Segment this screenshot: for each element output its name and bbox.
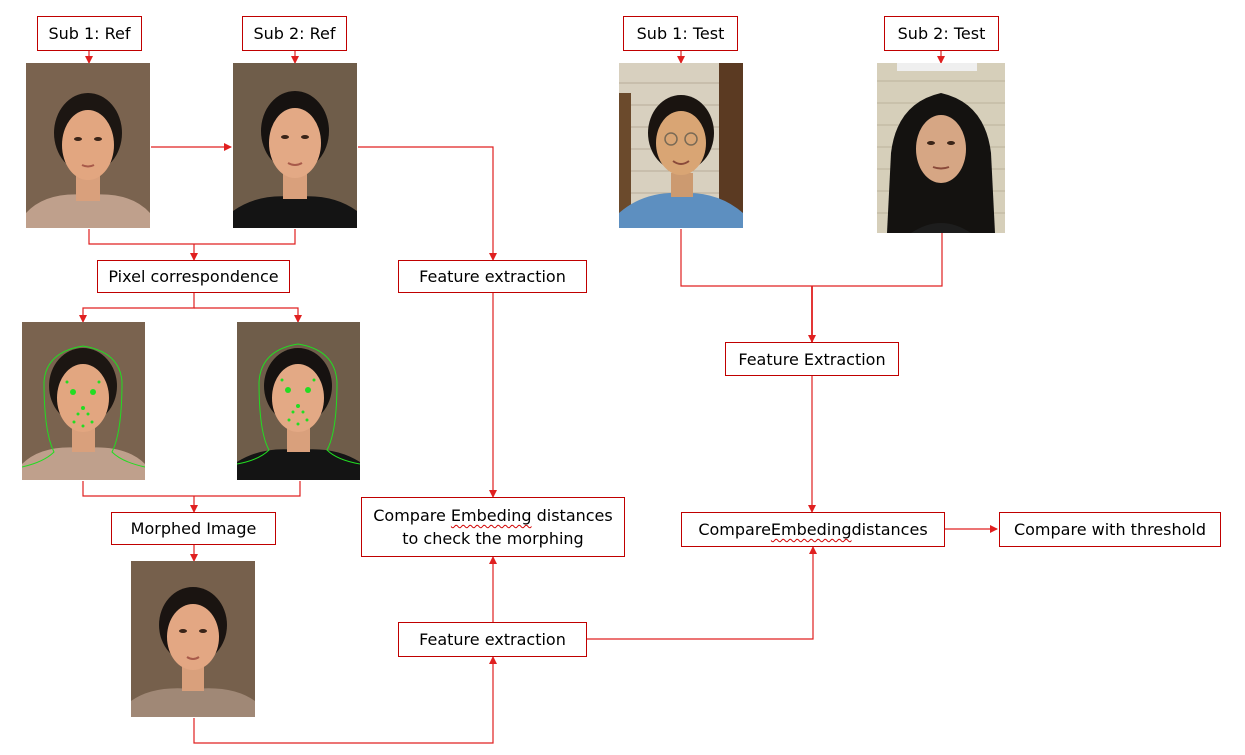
arrow-ref2-feature	[358, 146, 497, 261]
split-pixel	[79, 293, 195, 323]
morphed-image-box: Morphed Image	[111, 512, 276, 545]
compare-test-box: Compare Embeding distances	[681, 512, 945, 547]
split-pixel-right	[194, 307, 302, 323]
sub2-ref-label: Sub 2: Ref	[242, 16, 347, 51]
feature-extraction-top-box: Feature extraction	[398, 260, 587, 293]
sub2-test-photo	[877, 63, 1005, 233]
landmark-photo-right	[237, 322, 360, 480]
merge-landmarks	[82, 481, 301, 497]
morphed-photo	[131, 561, 255, 717]
sub1-test-label: Sub 1: Test	[623, 16, 738, 51]
merge-refs	[88, 229, 296, 245]
pixel-correspondence-box: Pixel correspondence	[97, 260, 290, 293]
misspelled-word: Embeding	[450, 506, 532, 525]
compare-threshold-box: Compare with threshold	[999, 512, 1221, 547]
landmark-photo-left	[22, 322, 145, 480]
arrow-featurebottom-comparetest	[587, 546, 817, 640]
misspelled-word: Embeding	[770, 520, 852, 539]
compare-morphing-box: Compare Embeding distances to check the …	[361, 497, 625, 557]
sub2-ref-photo	[233, 63, 357, 228]
arrow-morphed-featurebottom	[193, 656, 497, 744]
sub1-ref-photo	[26, 63, 150, 228]
merge-tests	[680, 229, 943, 287]
sub2-test-label: Sub 2: Test	[884, 16, 999, 51]
sub1-test-photo	[619, 63, 743, 228]
sub1-ref-label: Sub 1: Ref	[37, 16, 142, 51]
feature-extraction-bottom-box: Feature extraction	[398, 622, 587, 657]
feature-extraction-test-box: Feature Extraction	[725, 342, 899, 376]
